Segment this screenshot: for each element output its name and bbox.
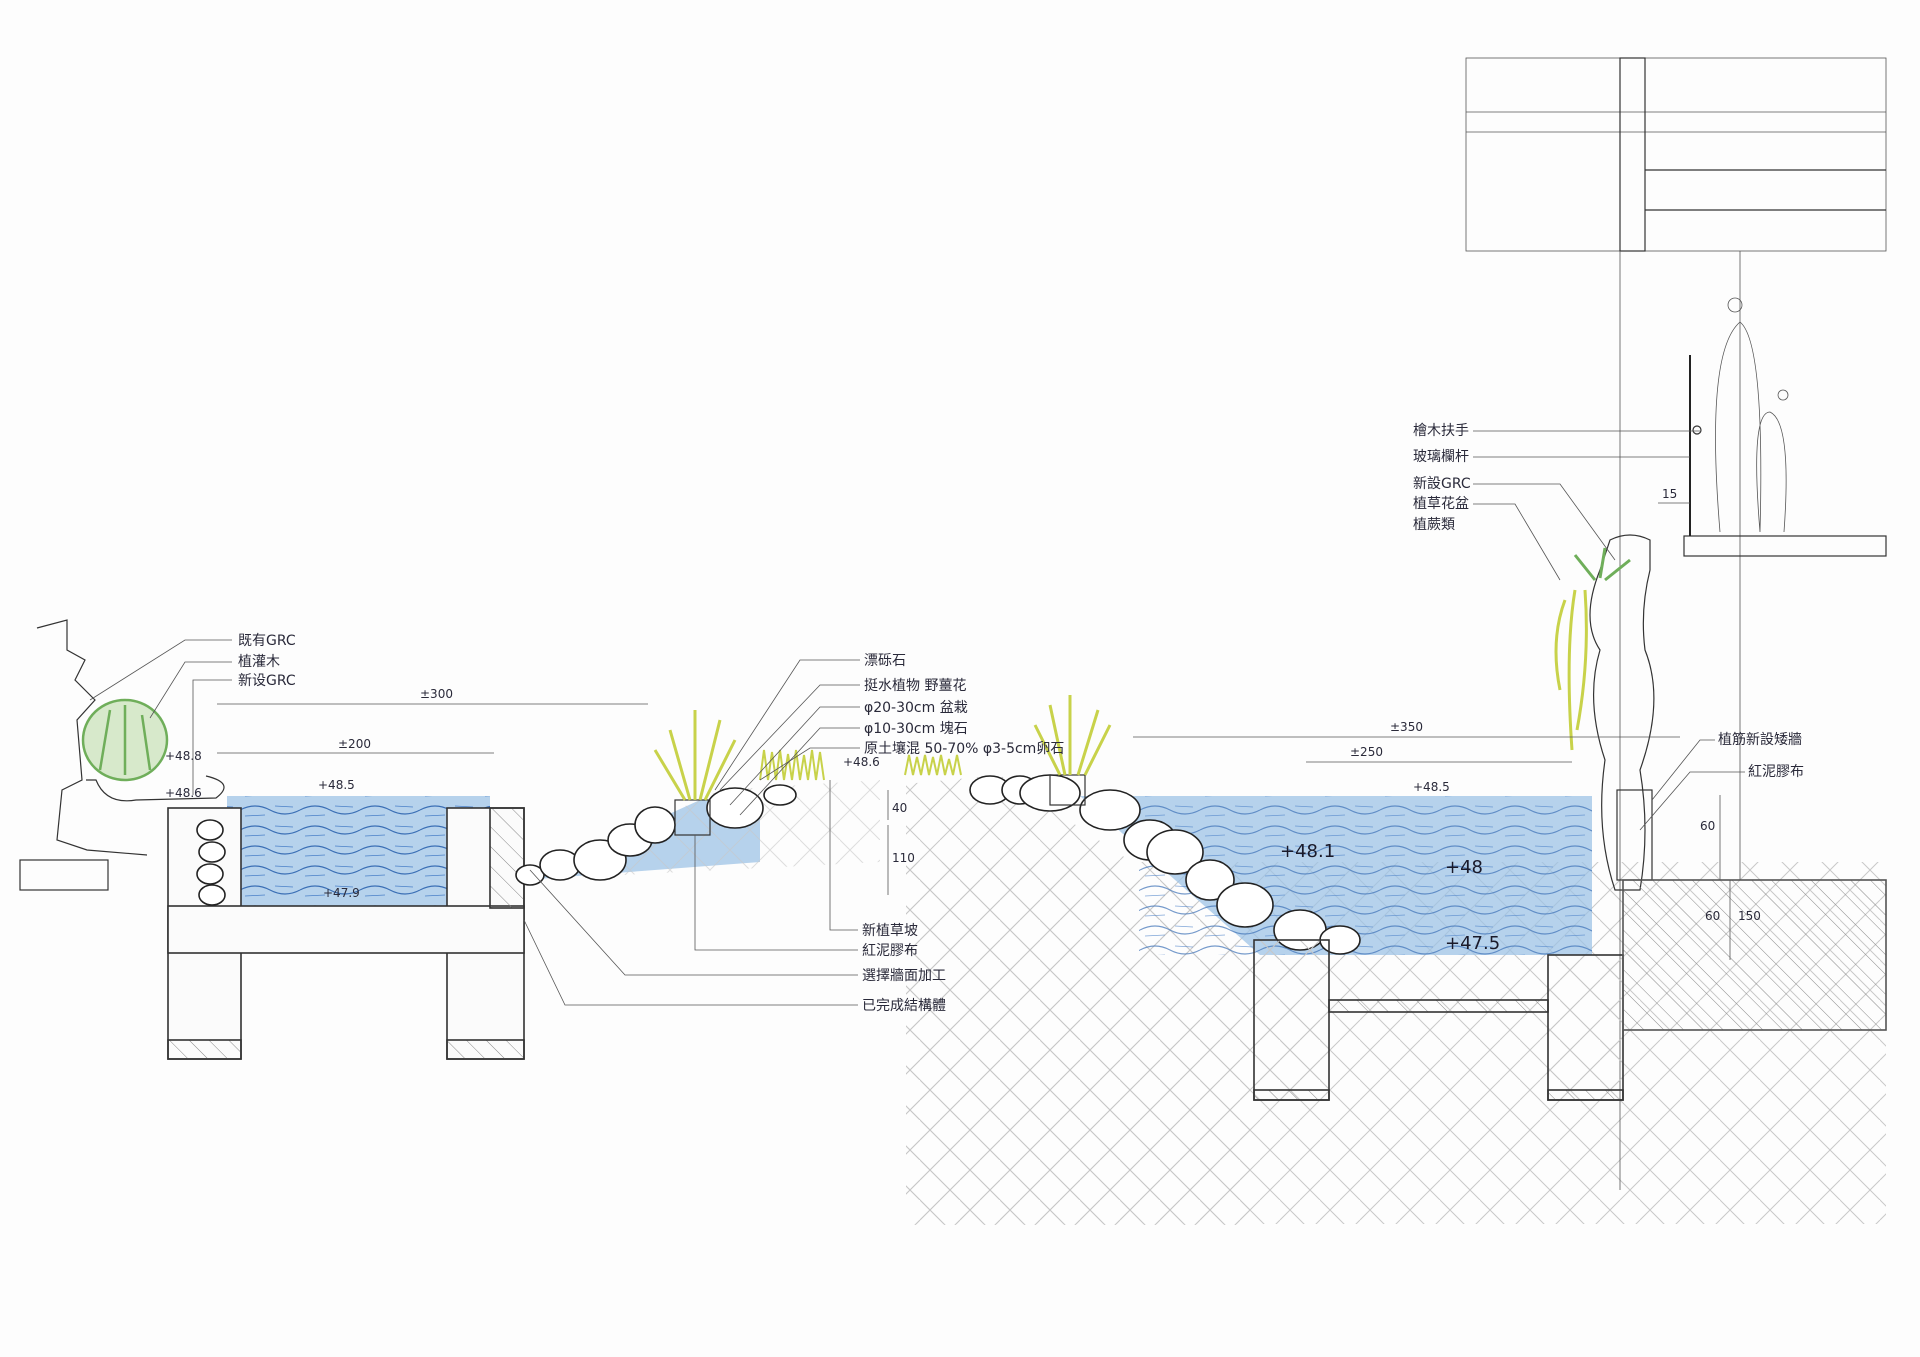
dimension-lines [217,502,1731,960]
dim-step-b: 150 [1738,909,1761,923]
handrail [1692,425,1702,435]
label-existing-grc: 既有GRC [238,633,296,649]
boulders-right [969,774,1361,955]
elev-left-water: +48.5 [318,778,355,792]
left-ground [19,859,109,891]
elev-left-planter: +48.8 [165,749,202,763]
fern-plant [1554,547,1631,751]
label-shrub: 植灌木 [238,654,280,670]
left-pool-structure [167,807,525,1060]
elev-left-edge: +48.6 [165,786,202,800]
right-pool-structure [1253,879,1887,1101]
label-existing-structure: 已完成結構體 [862,998,946,1014]
boulders-left [515,784,797,886]
grass-bank [759,749,962,781]
label-new-grc: 新设GRC [238,673,296,689]
elev-right-mid: +48 [1445,857,1483,878]
label-planter: 植草花盆 [1413,496,1469,512]
label-new-grc-right: 新設GRC [1413,476,1471,492]
label-fern: 植蕨類 [1413,517,1455,533]
label-wall-finish: 選擇牆面加工 [862,968,946,984]
dim-mid-b: 110 [892,851,915,865]
shrub [81,698,169,782]
elev-mid-bank: +48.6 [843,755,880,769]
dim-right-outer: ±350 [1390,720,1423,734]
dim-wall-height: 60 [1700,819,1715,833]
label-block-stone: φ10-30cm 塊石 [864,721,968,737]
elev-right-water: +48.5 [1413,780,1450,794]
dim-left-outer: ±300 [420,687,453,701]
bottom-labels: 新植草坡 紅泥膠布 選擇牆面加工 已完成結構體 [862,923,946,1014]
dim-step-a: 60 [1705,909,1720,923]
reed-plant-right [1033,695,1112,776]
building-slab [1465,57,1887,1190]
dim-mid-a: 40 [892,801,907,815]
label-potted-plant: φ20-30cm 盆栽 [864,700,968,716]
label-membrane-right: 紅泥膠布 [1748,764,1804,780]
middle-labels: 漂砾石 挺水植物 野薑花 φ20-30cm 盆栽 φ10-30cm 塊石 原土壤… [864,653,1064,757]
left-labels: 既有GRC 植灌木 新设GRC [238,633,296,689]
reed-plant-left [653,710,737,801]
dim-right-inner: ±250 [1350,745,1383,759]
elev-right-shelf: +48.1 [1280,841,1335,862]
right-lower-labels: 植筋新設矮牆 紅泥膠布 [1718,731,1804,780]
elev-left-bottom: +47.9 [323,886,360,900]
stacked-stones [196,819,226,906]
deck [1683,535,1887,557]
label-low-wall: 植筋新設矮牆 [1718,731,1802,748]
potted-plant-right [1049,774,1086,806]
label-boulder: 漂砾石 [864,653,906,669]
leader-lines [89,430,1745,1006]
existing-grc-wall [36,619,148,856]
dim-left-inner: ±200 [338,737,371,751]
label-glass-railing: 玻璃欄杆 [1413,448,1469,465]
new-grc-planter-left [86,775,225,802]
dim-railing-offset: 15 [1662,487,1677,501]
elev-right-bottom: +47.5 [1445,933,1500,954]
label-handrail: 檜木扶手 [1413,422,1469,439]
new-grc-planter-right [1589,534,1655,891]
label-membrane: 紅泥膠布 [862,943,918,959]
label-grass-slope: 新植草坡 [862,923,918,939]
potted-plant-left [674,799,711,836]
label-emergent-plant: 挺水植物 野薑花 [864,678,966,694]
label-soil-mix: 原土壤混 50-70% φ3-5cm卵石 [864,740,1064,757]
figure-sketch [1715,321,1787,533]
right-top-labels: 檜木扶手 玻璃欄杆 新設GRC 植草花盆 植蕨類 [1413,422,1471,533]
